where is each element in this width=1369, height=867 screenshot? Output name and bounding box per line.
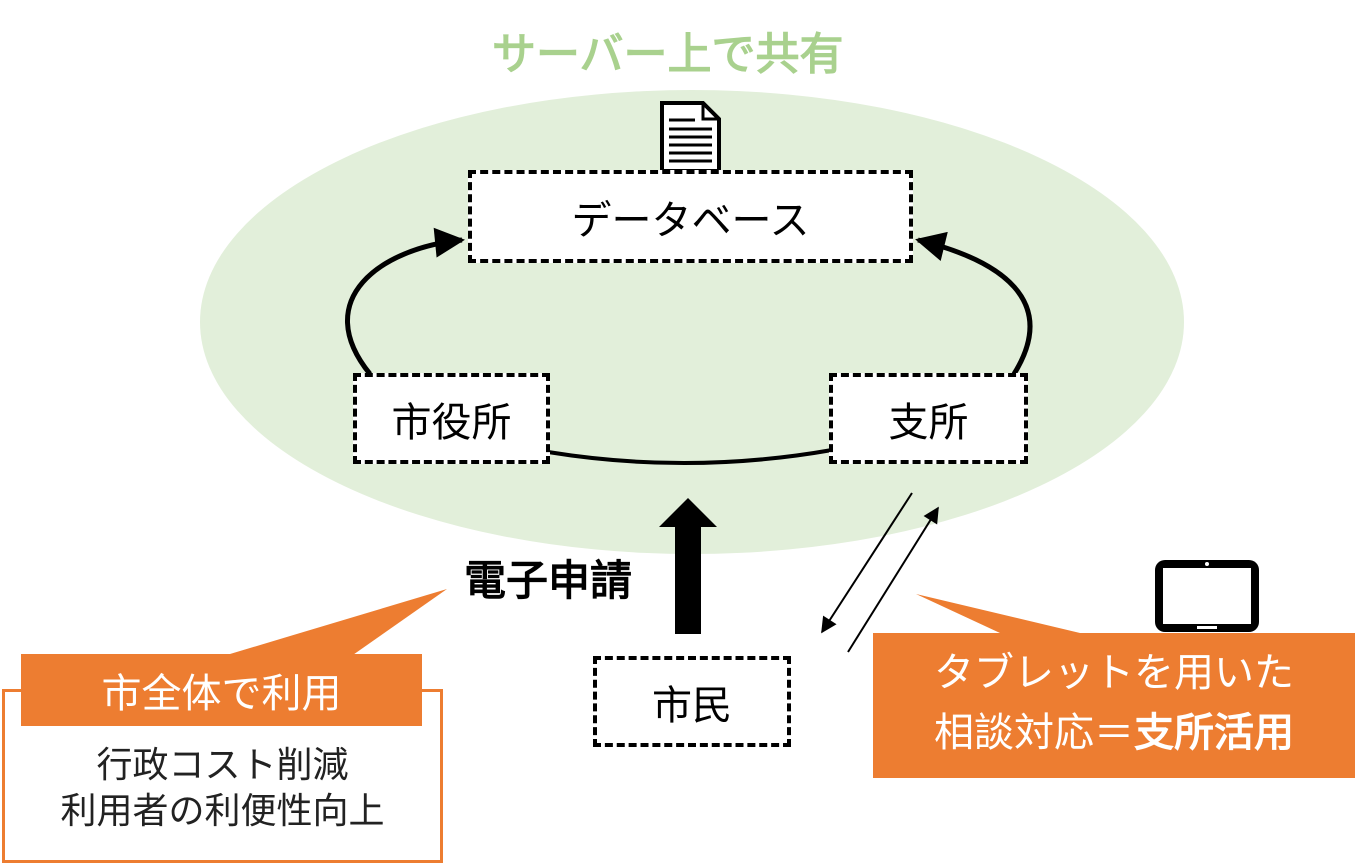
callout-right-line-2-plain: 相談対応＝ xyxy=(934,710,1134,756)
callout-left-tag: 市全体で利用 xyxy=(21,654,422,726)
document-icon xyxy=(660,101,721,173)
arrow-cityhall-to-db xyxy=(345,227,465,376)
arrow-branch-to-db xyxy=(915,231,1033,376)
cityhall-box: 市役所 xyxy=(353,373,550,464)
citizen-box: 市民 xyxy=(593,656,791,747)
callout-right-box: タブレットを用いた 相談対応＝支所活用 xyxy=(873,633,1355,778)
arrow-e-application xyxy=(659,498,717,634)
callout-right-pointer xyxy=(916,594,1080,633)
callout-left-tag-label: 市全体で利用 xyxy=(101,671,342,717)
link-cityhall-branch xyxy=(547,448,833,466)
tablet-icon xyxy=(1155,560,1259,632)
server-title: サーバー上で共有 xyxy=(492,29,844,80)
callout-right-line-1: タブレットを用いた xyxy=(934,650,1294,696)
callout-right-line-2: 相談対応＝支所活用 xyxy=(873,713,1355,753)
callout-left-line-1: 行政コスト削減 xyxy=(96,745,349,786)
arrow-branch-to-citizen xyxy=(821,492,913,634)
branch-label: 支所 xyxy=(888,399,969,446)
database-box: データベース xyxy=(468,170,913,263)
e-application-label: 電子申請 xyxy=(464,556,633,605)
database-label: データベース xyxy=(571,197,810,244)
branch-box: 支所 xyxy=(829,373,1028,464)
callout-left-line-2: 利用者の利便性向上 xyxy=(60,791,385,832)
callout-left-pointer xyxy=(220,589,447,657)
citizen-label: 市民 xyxy=(652,682,732,729)
cityhall-label: 市役所 xyxy=(391,399,512,446)
arrow-citizen-to-branch xyxy=(847,506,939,653)
callout-right-line-2-bold: 支所活用 xyxy=(1134,710,1294,756)
